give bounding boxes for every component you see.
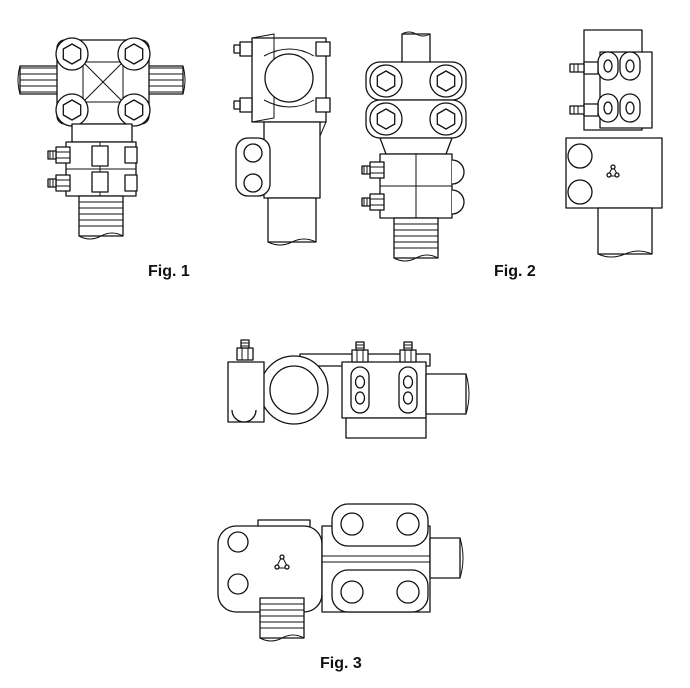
fig2-side-view-c [565,29,663,258]
fig2-triangle-mark [606,164,620,178]
fig2-side-view-a [233,33,331,246]
fig2-front-view-b [361,31,467,262]
fig3-label: Fig. 3 [320,655,362,672]
fig2-label: Fig. 2 [494,263,536,280]
fig1-cross-clamp [17,37,186,240]
fig1-label: Fig. 1 [148,263,190,280]
fig3-front-view-b [217,503,464,642]
fig3-side-view-a [227,339,470,439]
fig3-triangle-mark [274,554,290,570]
